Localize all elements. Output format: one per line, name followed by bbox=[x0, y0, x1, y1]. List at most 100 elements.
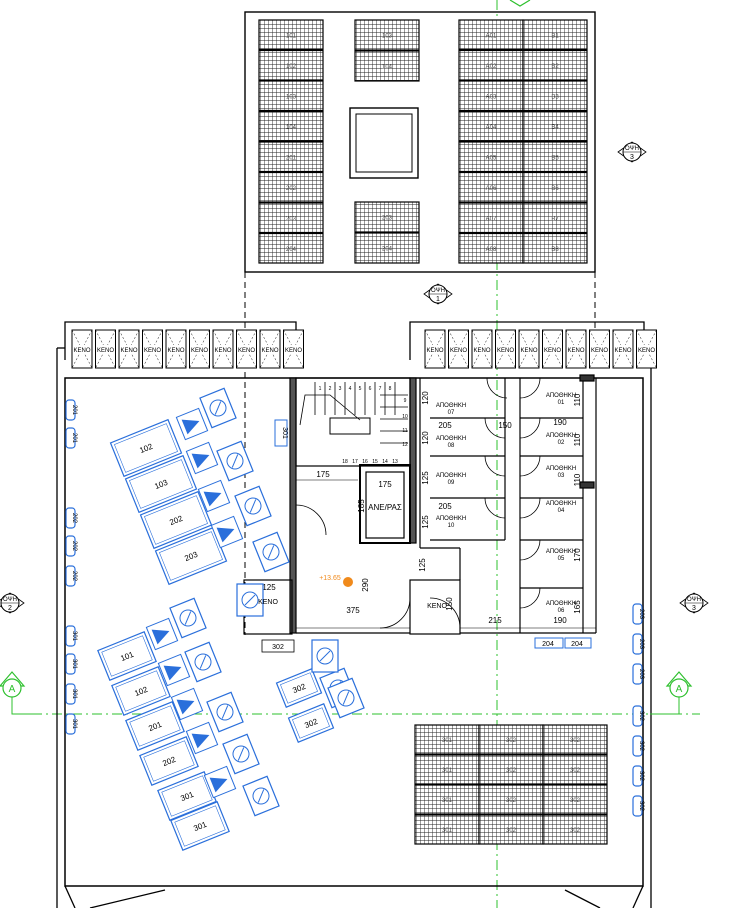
panel-cell bbox=[522, 141, 588, 173]
compressor-mark bbox=[209, 777, 228, 793]
storage-label: ΑΠΟΘΗΚΗ bbox=[546, 601, 576, 607]
panel-cell bbox=[458, 19, 524, 51]
wall-tag-label: 302 bbox=[638, 801, 644, 812]
void-label: ΚΕΝΟ bbox=[520, 348, 537, 354]
solar-panel: 301 bbox=[414, 814, 480, 845]
panel-cell bbox=[258, 110, 324, 142]
fan-ring bbox=[262, 543, 280, 561]
dimension-label: 150 bbox=[445, 597, 454, 611]
hvac-unit: 102 bbox=[111, 666, 171, 716]
storage-number: 06 bbox=[558, 608, 565, 614]
panel-cell bbox=[542, 814, 608, 845]
panel-label: 302 bbox=[506, 828, 517, 834]
dimension-label: 375 bbox=[346, 606, 360, 615]
unit-body bbox=[170, 801, 230, 851]
void-label: ΚΕΝΟ bbox=[426, 348, 443, 354]
wall-tag-label: 301 bbox=[71, 659, 77, 670]
fan-unit bbox=[234, 485, 272, 527]
stair-number: 5 bbox=[359, 386, 362, 392]
unit-tag: 301 bbox=[281, 427, 288, 439]
panel-cell bbox=[414, 784, 480, 815]
panel-cell bbox=[522, 19, 588, 51]
fan-unit bbox=[169, 597, 207, 639]
stair-number: 8 bbox=[389, 386, 392, 392]
solar-panel: 204 bbox=[354, 232, 420, 264]
fan-ring bbox=[232, 745, 250, 763]
wall-tag-body bbox=[632, 795, 643, 817]
wall-tag-label: 302 bbox=[638, 741, 644, 752]
void-label: ΚΕΝΟ bbox=[191, 348, 208, 354]
fan-slash bbox=[231, 454, 239, 468]
wall-tag: 201 bbox=[65, 427, 77, 449]
solar-panel: B8 bbox=[522, 232, 588, 264]
storage-label: ΑΠΟΘΗΚΗ bbox=[546, 501, 576, 507]
storage-label: ΑΠΟΘΗΚΗ bbox=[546, 393, 576, 399]
void-label: ΚΕΝΟ bbox=[285, 348, 302, 354]
unit-tag: 204 bbox=[571, 641, 583, 648]
wall-tag: 202 bbox=[65, 535, 77, 557]
storage-number: 07 bbox=[448, 410, 455, 416]
fan-unit bbox=[327, 677, 365, 719]
unit-body bbox=[125, 701, 185, 751]
unit-body bbox=[124, 454, 198, 514]
void-cell: ΚΕΝΟ bbox=[212, 329, 234, 369]
solar-panel: 102 bbox=[258, 49, 324, 81]
unit-inner bbox=[129, 459, 193, 509]
void-label: ΚΕΝΟ bbox=[97, 348, 114, 354]
panel-cell bbox=[542, 784, 608, 815]
section-leader bbox=[650, 697, 680, 715]
unit-inner bbox=[161, 775, 213, 817]
stair-landing bbox=[329, 417, 371, 435]
void-cell: ΚΕΝΟ bbox=[95, 329, 116, 369]
unit-inner bbox=[129, 705, 181, 747]
stair-number: 12 bbox=[402, 442, 408, 448]
void-cell: ΚΕΝΟ bbox=[283, 329, 304, 369]
wall-tag-label: 203 bbox=[638, 639, 644, 650]
wall-tag-body bbox=[632, 603, 643, 625]
void-label-bg bbox=[567, 345, 585, 353]
storage-label: ΑΠΟΘΗΚΗ bbox=[436, 516, 466, 522]
wall-tag: 301 bbox=[65, 683, 77, 705]
solar-panel: 302 bbox=[478, 724, 544, 755]
wall-tag-label: 202 bbox=[71, 541, 77, 552]
unit-body bbox=[139, 490, 213, 550]
solar-panel: 302 bbox=[542, 754, 608, 785]
void-label-bg bbox=[449, 345, 468, 353]
solar-panel: 301 bbox=[414, 724, 480, 755]
solar-panel: A07 bbox=[458, 202, 524, 234]
storage-label: ΑΠΟΘΗΚΗ bbox=[546, 549, 576, 555]
wall-tag-body bbox=[65, 399, 76, 421]
hvac-unit: 301 bbox=[157, 771, 217, 821]
hvac-unit: 302 bbox=[287, 703, 335, 743]
storage-label: ΑΠΟΘΗΚΗ bbox=[546, 466, 576, 472]
panel-label: 204 bbox=[286, 247, 297, 253]
panel-cell bbox=[354, 50, 420, 82]
wall-tag: 301 bbox=[65, 653, 77, 675]
core bbox=[243, 374, 597, 635]
storage-number: 01 bbox=[558, 400, 565, 406]
section-label: A bbox=[9, 684, 16, 695]
solar-panel: A08 bbox=[458, 232, 524, 264]
void-cell: ΚΕΝΟ bbox=[495, 329, 516, 369]
storage-number: 09 bbox=[448, 480, 455, 486]
fan-unit bbox=[206, 691, 244, 733]
wall-tag-label: 301 bbox=[71, 631, 77, 642]
hvac-unit: 101 bbox=[97, 631, 157, 681]
stair-number: 4 bbox=[349, 386, 352, 392]
panel-cell bbox=[414, 724, 480, 755]
stair-number: 3 bbox=[339, 386, 342, 392]
hvac-unit: 302 bbox=[275, 668, 323, 708]
compressor-mark bbox=[181, 419, 200, 435]
void-cell: ΚΕΝΟ bbox=[612, 329, 634, 369]
wall-tag-label: 201 bbox=[71, 405, 77, 416]
fan-ring bbox=[241, 591, 259, 609]
fan-ring bbox=[179, 609, 197, 627]
void-cell: ΚΕΝΟ bbox=[565, 329, 587, 369]
fan-unit bbox=[184, 641, 222, 683]
hvac-unit: 301 bbox=[170, 801, 230, 851]
dimension-label: 175 bbox=[316, 470, 330, 479]
wall-tag-label: 202 bbox=[71, 571, 77, 582]
